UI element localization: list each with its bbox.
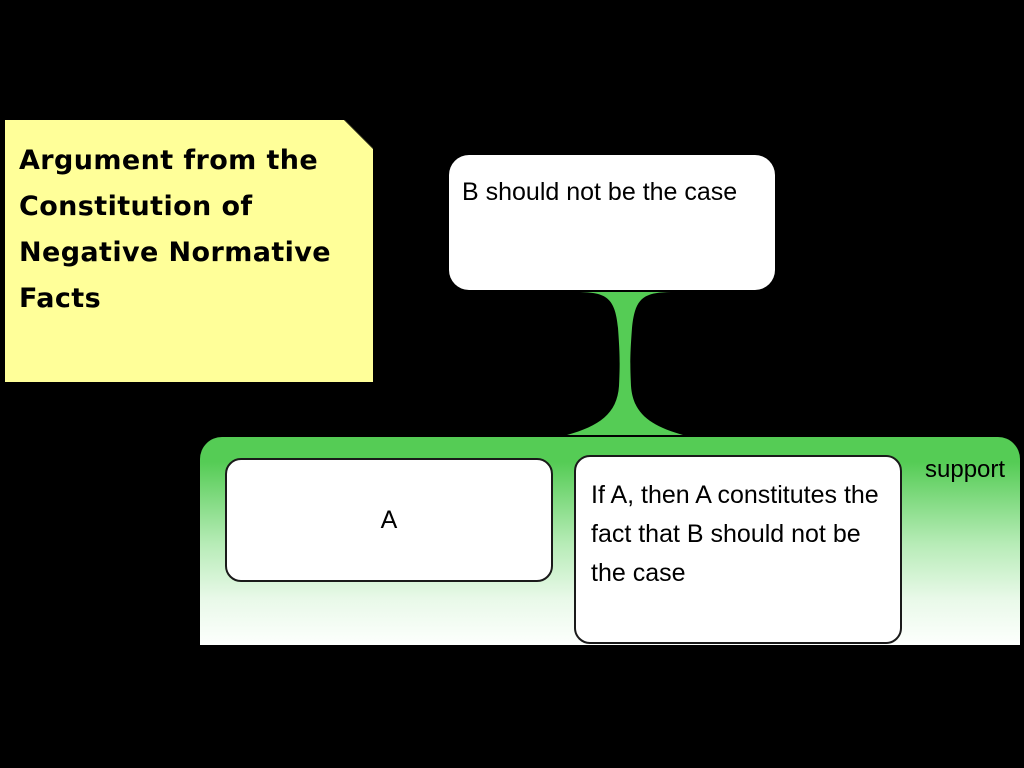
premise-node-conditional[interactable]: If A, then A constitutes the fact that B…	[574, 455, 902, 644]
conclusion-node[interactable]: B should not be the case	[449, 155, 775, 290]
support-connector[interactable]	[565, 286, 685, 441]
premise-node-conditional-text: If A, then A constitutes the fact that B…	[591, 481, 886, 587]
premise-node-a-text: A	[380, 505, 398, 534]
argument-title-text: Argument from the Constitution of Negati…	[19, 145, 341, 314]
premise-node-a[interactable]: A	[225, 458, 553, 582]
conclusion-node-text: B should not be the case	[462, 178, 738, 206]
argument-title-note[interactable]: Argument from the Constitution of Negati…	[5, 120, 373, 382]
support-panel-label: support	[925, 456, 1006, 483]
